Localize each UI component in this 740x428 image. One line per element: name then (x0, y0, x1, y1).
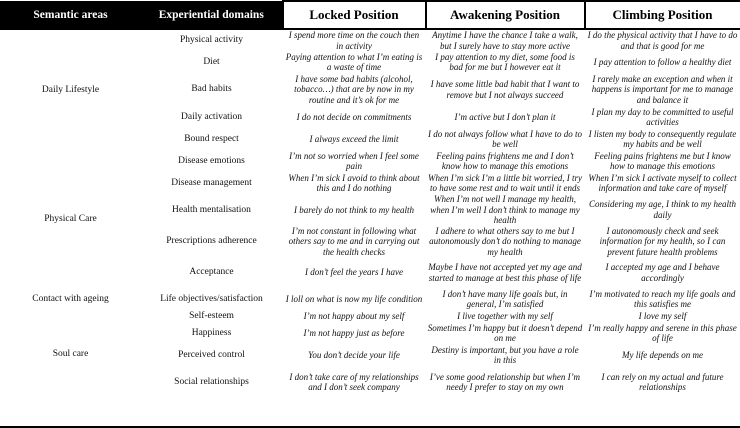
awakening-position-cell: Maybe I have not accepted yet my age and… (428, 262, 582, 283)
experiential-domain-cell: Physical activity (179, 35, 244, 45)
experiential-positions-table: Semantic areas Experiential domains Lock… (0, 0, 740, 398)
semantic-area-cell: Physical Care (44, 213, 97, 224)
awakening-position-cell: I’m active but I don’t plan it (454, 111, 556, 122)
experiential-domain-cell: Acceptance (189, 267, 234, 278)
experiential-domain-cell: Self-esteem (189, 310, 234, 321)
awakening-position-cell: When I’m not well I manage my health, wh… (430, 194, 580, 225)
experiential-domain-cell: Disease emotions (178, 155, 245, 166)
awakening-position-cell: I pay attention to my diet, some food is… (435, 51, 575, 73)
locked-position-cell: I don’t feel the years I have (305, 267, 403, 278)
climbing-position-cell: Feeling pains frightens me but I know ho… (594, 150, 731, 172)
awakening-position-cell: I’ve some good relationship but when I’m… (429, 371, 581, 393)
header-row: Semantic areas Experiential domains Lock… (0, 0, 740, 30)
locked-position-cell: I’m not happy about my self (303, 310, 405, 321)
climbing-position-cell: My life depends on me (622, 349, 703, 360)
locked-position-cell: I’m not so worried when I feel some pain (289, 150, 419, 172)
climbing-position-cell: Considering my age, I think to my health… (589, 199, 736, 220)
header-semantic-areas: Semantic areas (0, 0, 141, 30)
experiential-domain-cell: Life objectives/satisfaction (160, 293, 263, 304)
locked-position-cell: I spend more time on the couch then in a… (288, 30, 420, 51)
locked-position-cell: I barely do not think to my health (294, 204, 414, 215)
experiential-domain-cell: Health mentalisation (172, 204, 251, 215)
header-experiential-domains: Experiential domains (140, 0, 283, 30)
climbing-position-cell: I plan my day to be committed to useful … (591, 106, 734, 128)
table-row: Soul care Self-esteem I’m not happy about … (1, 310, 740, 359)
table-row: Social relationships I don’t take care of… (1, 366, 740, 398)
experiential-domain-cell: Bad habits (191, 84, 232, 95)
locked-position-cell: Paying attention to what I’m eating is a… (285, 51, 423, 73)
header-climbing-position: Climbing Position (583, 0, 740, 30)
table-row: Prescriptions adherence I’m not constant … (1, 226, 740, 258)
table-row: Daily activation I do not decide on commi… (1, 106, 740, 128)
locked-position-cell: I don’t take care of my relationships an… (289, 371, 419, 393)
locked-position-cell: I’m not happy just as before (303, 327, 405, 338)
semantic-area-cell: Contact with ageing (32, 293, 109, 304)
awakening-position-cell: I live together with my self (457, 310, 553, 321)
experiential-domain-cell: Diet (203, 56, 220, 67)
table-row: Contact with ageing Life objectives/satis… (1, 288, 740, 310)
experiential-domain-cell: Happiness (191, 327, 232, 338)
locked-position-cell: I always exceed the limit (309, 133, 399, 144)
experiential-domain-cell: Daily activation (181, 111, 242, 122)
climbing-position-cell: I pay attention to follow a healthy diet (593, 56, 732, 67)
table-row: Daily Lifestyle Physical activity I spend … (1, 29, 740, 95)
experiential-domain-cell: Bound respect (184, 133, 239, 144)
table-row: Acceptance I don’t feel the years I have M… (1, 257, 740, 288)
climbing-position-cell: When I’m sick I activate myself to colle… (588, 172, 737, 194)
climbing-position-cell: I do the physical activity that I have t… (587, 30, 738, 51)
experiential-domain-cell: Prescriptions adherence (166, 236, 257, 246)
locked-position-cell: When I’m sick I avoid to think about thi… (288, 172, 420, 194)
locked-position-cell: I’m not constant in following what other… (288, 225, 420, 257)
table-row: Perceived control You don’t decide your l… (1, 344, 740, 366)
table-row: Diet Paying attention to what I’m eating … (1, 51, 740, 73)
table-row: Health mentalisation I barely do not thin… (1, 194, 740, 226)
awakening-position-cell: I do not always follow what I have to do… (428, 128, 582, 150)
awakening-position-cell: Anytime I have the chance I take a walk,… (432, 30, 578, 51)
awakening-position-cell: I adhere to what others say to me but I … (429, 225, 581, 257)
experiential-domain-cell: Social relationships (174, 376, 249, 387)
climbing-position-cell: I listen my body to consequently regulat… (588, 128, 737, 150)
table-row: Bad habits I have some bad habits (alcoho… (1, 73, 740, 106)
awakening-position-cell: I have some little bad habit that I want… (430, 79, 580, 100)
awakening-position-cell: Sometimes I’m happy but it doesn’t depen… (427, 322, 583, 344)
climbing-position-cell: I can rely on my actual and future relat… (601, 371, 724, 393)
climbing-position-cell: I’m really happy and serene in this phas… (588, 322, 737, 344)
awakening-position-cell: Destiny is important, but you have a rol… (431, 344, 579, 366)
climbing-position-cell: I autonomously check and seek informatio… (599, 225, 726, 257)
climbing-position-cell: I’m motivated to reach my life goals and… (589, 288, 736, 310)
locked-position-cell: I do not decide on commitments (296, 111, 412, 122)
table-row: Bound respect I always exceed the limit I … (1, 128, 740, 150)
experiential-domain-cell: Disease management (171, 177, 252, 188)
table-body: Daily Lifestyle Physical activity I spend … (1, 29, 740, 398)
table-row: Physical Care Disease emotions I’m not so … (1, 150, 740, 224)
locked-position-cell: You don’t decide your life (308, 349, 400, 360)
semantic-area-cell: Daily Lifestyle (41, 84, 100, 95)
table-row: Disease management When I’m sick I avoid … (1, 172, 740, 194)
climbing-position-cell: I rarely make an exception and when it h… (591, 73, 734, 105)
climbing-position-cell: I love my self (638, 310, 687, 321)
header-locked-position: Locked Position (281, 0, 427, 30)
awakening-position-cell: I don’t have many life goals but, in gen… (442, 288, 568, 310)
experiential-domain-cell: Perceived control (178, 349, 245, 360)
header-awakening-position: Awakening Position (424, 0, 586, 30)
bottom-rule (0, 426, 740, 428)
climbing-position-cell: I accepted my age and I behave according… (605, 262, 720, 283)
awakening-position-cell: Feeling pains frightens me and I don’t k… (436, 150, 574, 172)
table-row: Happiness I’m not happy just as before Som… (1, 322, 740, 344)
locked-position-cell: I have some bad habits (alcohol, tobacco… (294, 73, 414, 105)
semantic-area-cell: Soul care (52, 348, 89, 359)
awakening-position-cell: When I’m sick I’m a little bit worried, … (428, 172, 582, 194)
locked-position-cell: I loll on what is now my life condition (285, 293, 423, 304)
